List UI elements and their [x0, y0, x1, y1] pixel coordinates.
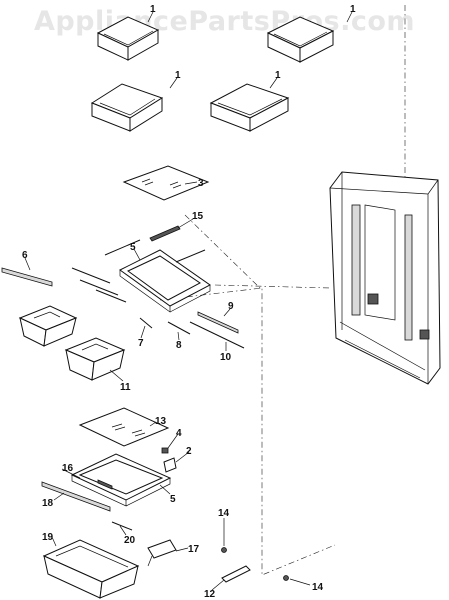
callout-1: 1 — [150, 4, 156, 15]
callout-15: 15 — [192, 211, 204, 222]
callout-1: 1 — [175, 70, 181, 81]
bar-9[interactable] — [197, 311, 239, 334]
callout-4: 4 — [176, 428, 182, 439]
shelf-bracket-15[interactable] — [149, 225, 181, 242]
callout-6: 6 — [22, 250, 28, 261]
slide-rail-c[interactable] — [95, 289, 127, 303]
door-shelf-mid-right[interactable] — [209, 83, 290, 132]
control-17[interactable] — [147, 539, 177, 567]
glass-shelf-upper[interactable] — [122, 165, 210, 201]
shelf-frame-lower[interactable] — [70, 453, 172, 507]
assembly-line-drawer — [159, 287, 336, 576]
door-shelf-top-left[interactable] — [96, 16, 160, 61]
meat-drawer[interactable] — [42, 539, 140, 599]
callout-12: 12 — [204, 589, 216, 600]
stop-7[interactable] — [139, 317, 153, 329]
slide-rail-a[interactable] — [71, 267, 111, 284]
door-shelf-mid-left[interactable] — [90, 83, 164, 132]
bar-10[interactable] — [189, 321, 245, 349]
screw-14-upper[interactable] — [221, 547, 227, 553]
glass-shelf-lower[interactable] — [78, 407, 170, 447]
clip-4[interactable] — [161, 447, 169, 454]
assembly-line-lower — [184, 214, 263, 291]
stop-8[interactable] — [167, 321, 191, 335]
bracket-16[interactable] — [97, 479, 113, 490]
callout-18: 18 — [42, 498, 54, 509]
slide-rail-b[interactable] — [79, 279, 119, 296]
control-rod-20[interactable] — [111, 521, 133, 531]
callout-5: 5 — [170, 494, 176, 505]
callout-5: 5 — [130, 242, 136, 253]
callout-10: 10 — [220, 352, 232, 363]
door-shelf-top-right[interactable] — [266, 16, 335, 63]
rail-right[interactable] — [175, 249, 206, 263]
callout-13: 13 — [155, 416, 167, 427]
rail-18[interactable] — [41, 481, 111, 512]
shelf-frame-upper[interactable] — [119, 249, 211, 313]
callout-16: 16 — [62, 463, 74, 474]
callout-11: 11 — [120, 382, 131, 393]
callout-1: 1 — [350, 4, 356, 15]
callout-7: 7 — [138, 338, 144, 349]
callout-2: 2 — [186, 446, 192, 457]
callout-1: 1 — [275, 70, 281, 81]
bracket-12[interactable] — [221, 565, 251, 583]
callout-14: 14 — [312, 582, 324, 593]
leader-lines — [24, 11, 353, 591]
watermark: AppliancePartsPros.com — [33, 6, 416, 37]
crisper-drawer-left[interactable] — [18, 305, 78, 347]
drawer-rail-6[interactable] — [1, 267, 53, 287]
callout-3: 3 — [198, 178, 204, 189]
rail-left[interactable] — [104, 239, 141, 256]
callout-19: 19 — [42, 532, 54, 543]
callout-20: 20 — [124, 535, 136, 546]
cabinet-liner — [329, 171, 441, 385]
callout-9: 9 — [228, 301, 234, 312]
crisper-drawer-right[interactable] — [64, 337, 126, 381]
screw-14-lower[interactable] — [283, 575, 289, 581]
assembly-line-shelf — [214, 284, 331, 289]
callout-8: 8 — [176, 340, 182, 351]
callout-17: 17 — [188, 544, 200, 555]
bracket-2[interactable] — [163, 457, 177, 473]
callout-14: 14 — [218, 508, 230, 519]
